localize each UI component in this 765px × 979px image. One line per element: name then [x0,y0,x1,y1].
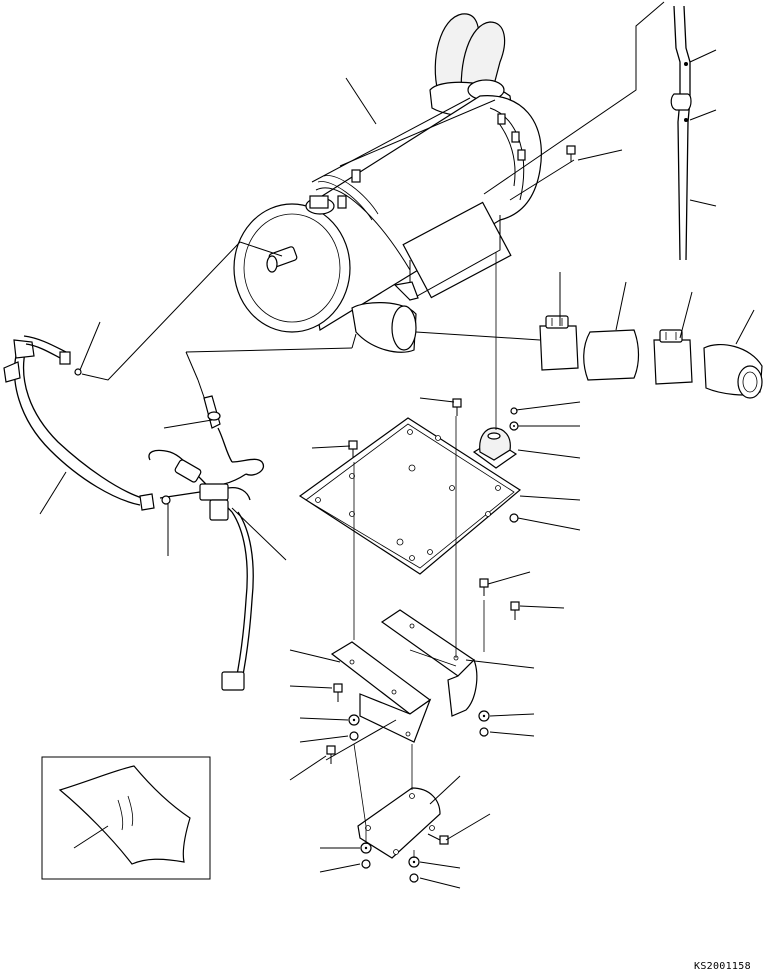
body-clamp-band [317,113,526,221]
rubber-mount [472,427,518,469]
bolt [326,745,336,764]
bolt [452,398,462,416]
hose-clamp-1 [539,315,579,371]
air-cleaner-body [299,95,542,331]
upper-left-bracket [330,641,432,743]
bolt [333,683,343,702]
elbow-hose [703,344,763,399]
detail-inset [41,756,211,880]
bolt [510,601,520,620]
filter-bag [58,765,191,865]
rubber-hose [583,329,640,381]
alignment-lines [353,252,497,858]
vacuator-hose [3,335,155,511]
bolt [479,578,489,596]
bolt [427,833,449,845]
outlet-elbow [351,302,417,353]
leader-lines [39,1,755,889]
mounting-bracket [393,281,419,301]
lower-bracket [357,787,441,859]
mounting-plate [298,417,522,575]
air-cleaner-assembly [233,13,542,353]
fasteners [74,145,576,883]
sensor-harness [148,379,265,691]
dust-indicator-tube [670,5,692,261]
upper-right-bracket [380,609,478,717]
bolt [348,440,358,458]
drawing-reference-code: KS2001158 [694,961,751,972]
bolt [566,145,576,162]
end-cap-cover [233,195,351,333]
hose-clamp-2 [653,329,693,385]
